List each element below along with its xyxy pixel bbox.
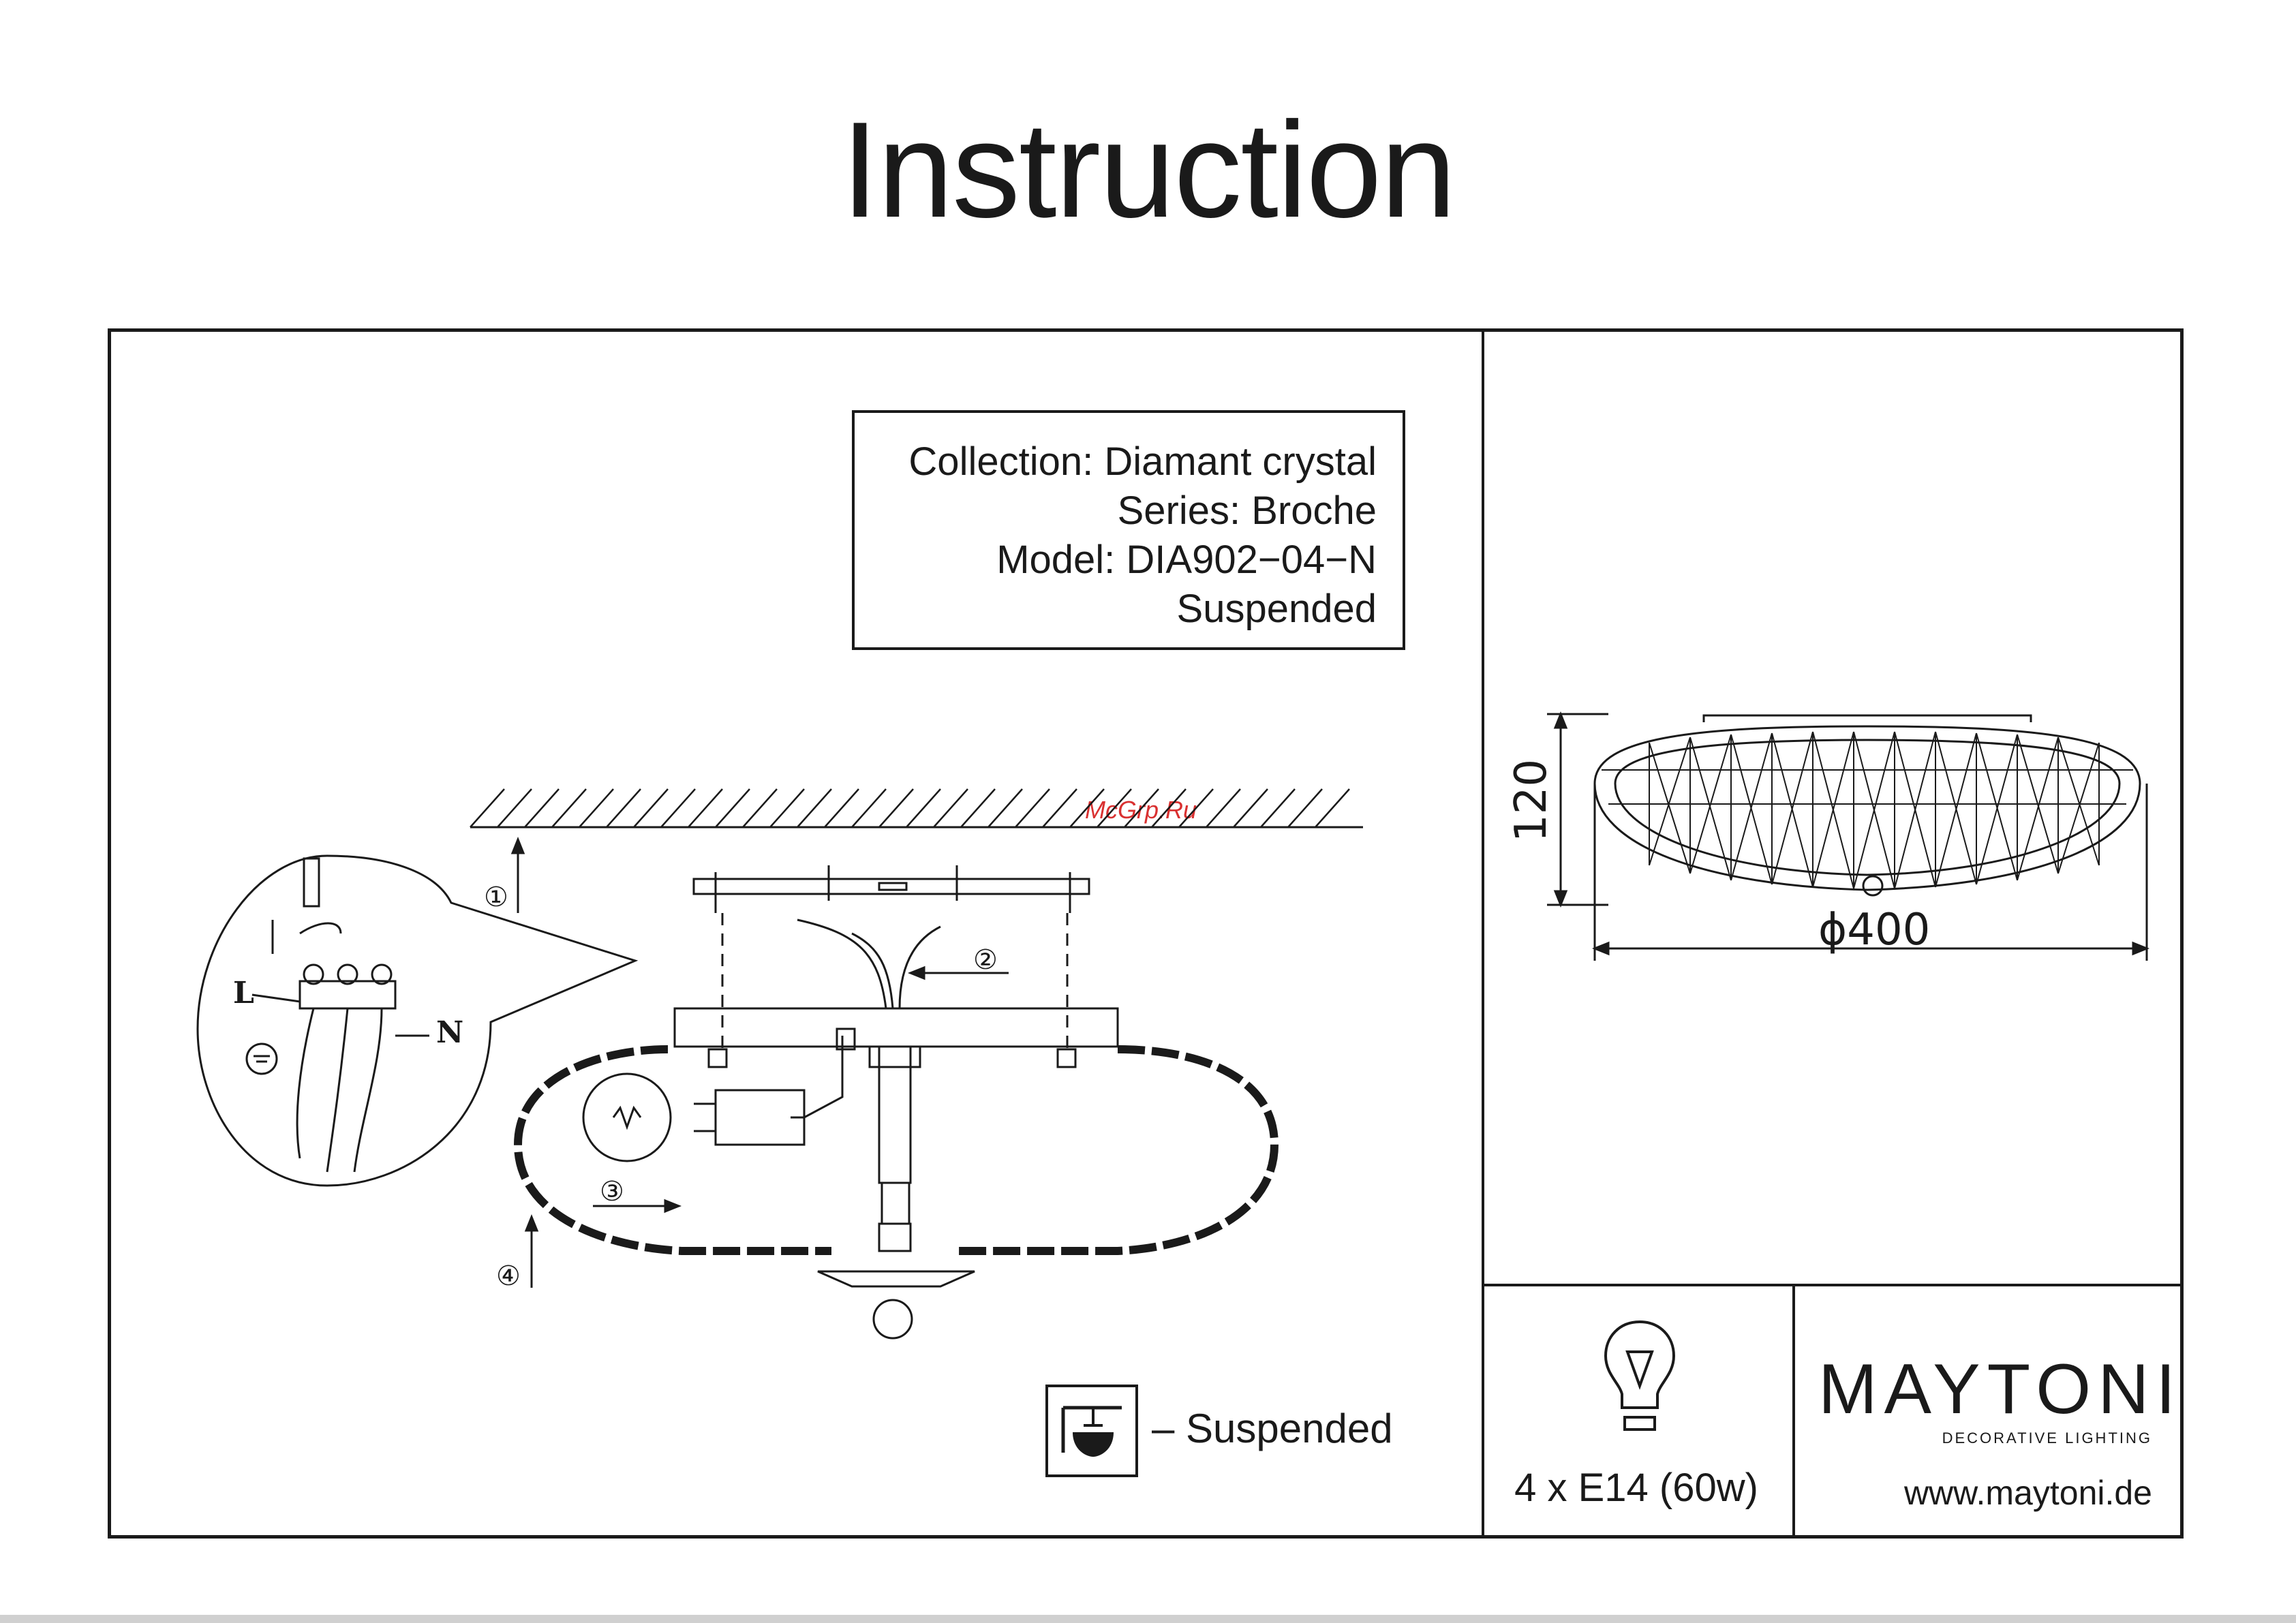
suspended-icon <box>1045 1385 1138 1477</box>
brand-logo: MAYTONI <box>1818 1349 2152 1430</box>
brand-tagline: DECORATIVE LIGHTING <box>1818 1429 2152 1447</box>
diameter-dimension-label: ϕ400 <box>1818 905 1930 955</box>
suspended-legend-label: – Suspended <box>1152 1405 1393 1452</box>
page-bottom-edge <box>0 1615 2296 1623</box>
bulb-icon <box>1599 1318 1681 1440</box>
brand-website: www.maytoni.de <box>1818 1473 2152 1513</box>
lamp-spec: 4 x E14 (60w) <box>1483 1465 1790 1511</box>
height-dimension-label: 120 <box>1506 759 1557 842</box>
